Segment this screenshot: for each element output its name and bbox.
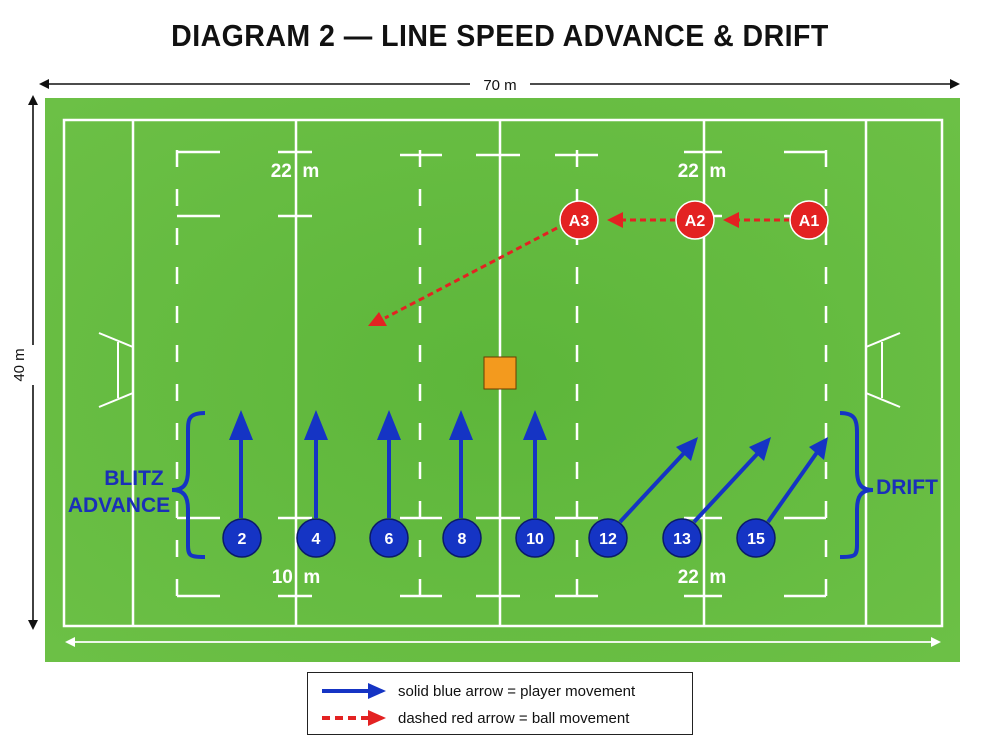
width-dimension: 70 m (39, 74, 960, 94)
legend-ball-movement: dashed red arrow = ball movement (398, 709, 630, 727)
boundary-line (62, 118, 944, 628)
right-goal-posts (865, 332, 901, 408)
defence-player-6: 6 (369, 518, 409, 558)
left-goal-posts (98, 332, 134, 408)
right-brace (839, 411, 874, 559)
label-bottom-right-22: 22 m (678, 567, 727, 588)
height-label: 40 m (11, 348, 28, 381)
drift-arrow-15 (766, 449, 820, 524)
arrowhead-a1-a2 (723, 212, 739, 228)
attack-player-a2: A2 (675, 200, 715, 240)
arrowhead-a3-out (368, 312, 387, 326)
defence-players: 2 4 6 8 10 12 13 15 (222, 518, 776, 558)
svg-text:8: 8 (458, 531, 467, 548)
field-lines (62, 118, 944, 647)
legend-row-player: solid blue arrow = player movement (320, 678, 635, 704)
drift-label: DRIFT (876, 476, 938, 499)
defence-player-15: 15 (736, 518, 776, 558)
top-hash-marks (177, 150, 826, 157)
attack-player-a3: A3 (559, 200, 599, 240)
diagram-title: DIAGRAM 2 — LINE SPEED ADVANCE & DRIFT (171, 18, 829, 53)
advance-label: ADVANCE (68, 494, 170, 517)
ball-arrowheads (368, 212, 739, 326)
height-dimension: 40 m (11, 95, 44, 630)
defence-player-2: 2 (222, 518, 262, 558)
player-movement-arrows (239, 437, 820, 524)
defence-player-8: 8 (442, 518, 482, 558)
row-hash-marks (177, 214, 826, 520)
svg-text:A3: A3 (569, 213, 590, 230)
svg-text:2: 2 (238, 531, 247, 548)
attack-player-a1: A1 (789, 200, 829, 240)
legend-dashed-arrow-icon (322, 710, 386, 726)
legend: solid blue arrow = player movement dashe… (307, 672, 693, 735)
blitz-label: BLITZ (104, 467, 164, 490)
attack-players: A3 A2 A1 (559, 200, 829, 240)
defence-player-4: 4 (296, 518, 336, 558)
legend-solid-arrow-icon (322, 683, 386, 699)
legend-row-ball: dashed red arrow = ball movement (320, 705, 629, 731)
player-arrowheads (229, 410, 828, 461)
svg-text:4: 4 (312, 531, 321, 548)
label-top-right-22: 22 m (678, 161, 727, 182)
defence-player-13: 13 (662, 518, 702, 558)
svg-text:A2: A2 (685, 213, 706, 230)
svg-text:6: 6 (385, 531, 394, 548)
ball-marker (483, 356, 517, 390)
legend-player-movement: solid blue arrow = player movement (398, 682, 636, 700)
svg-text:10: 10 (526, 531, 544, 548)
left-brace (171, 411, 206, 559)
svg-text:13: 13 (673, 531, 691, 548)
svg-text:12: 12 (599, 531, 617, 548)
defence-player-10: 10 (515, 518, 555, 558)
svg-text:15: 15 (747, 531, 765, 548)
arrowhead-a2-a3 (607, 212, 623, 228)
drift-arrow-12 (618, 450, 687, 524)
field-labels: 22 m 22 m 10 m 22 m (271, 161, 727, 588)
label-bottom-left-10: 10 m (272, 567, 321, 588)
ball-movement-arrows (384, 218, 790, 320)
drift-arrow-13 (692, 450, 761, 524)
pass-a3-out (384, 226, 558, 320)
label-top-left-22: 22 m (271, 161, 320, 182)
width-label: 70 m (483, 77, 516, 94)
defence-player-12: 12 (588, 518, 628, 558)
svg-text:A1: A1 (799, 213, 820, 230)
